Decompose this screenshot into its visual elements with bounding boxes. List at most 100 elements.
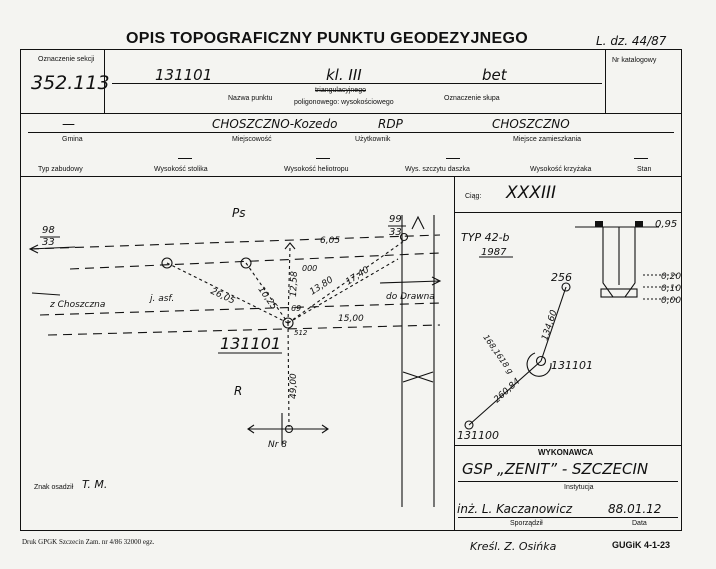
dim-1500: 15,00 [338, 314, 364, 324]
user-value: RDP [378, 117, 403, 131]
left-ref-top: 98 [42, 225, 55, 236]
road-line [39, 302, 441, 316]
ciag-label: Ciąg: [465, 193, 482, 200]
road-arrow-head [411, 215, 425, 230]
underline [28, 132, 674, 133]
divider [104, 49, 105, 113]
road-edge [402, 371, 434, 383]
net-type-bottom: poligonowego: wysokościowego [294, 99, 394, 106]
heliotrope-height-label: Wysokość heliotropu [284, 166, 349, 173]
dash [178, 158, 192, 159]
arrow-head [284, 242, 296, 250]
dist-2: 260,84 [492, 377, 522, 406]
date-value: 88.01.12 [608, 502, 662, 516]
underline [458, 481, 678, 482]
measure-line [166, 262, 289, 324]
dash [316, 158, 330, 159]
asphalt-label: j. asf. [148, 294, 174, 304]
catalog-label: Nr katalogowy [612, 57, 657, 64]
storage-label: Miejsce zamieszkania [513, 136, 582, 143]
form-code: GUGiK 4-1-23 [612, 540, 671, 550]
dim-512: 512 [294, 329, 308, 337]
underline [458, 517, 678, 518]
depth-1: 0,20 [661, 272, 681, 282]
point-diagram: TYP 42-b 1987 0,95 0,20 0,10 0,00 256 13… [457, 219, 681, 442]
roof-height-label: Wys. szczytu daszka [405, 166, 470, 173]
measure-line [287, 246, 291, 324]
cross-height-label: Wysokość krzyżaka [530, 166, 592, 173]
drawn-by: Kreśl. Z. Osińka [470, 540, 557, 553]
r-label: R [234, 384, 242, 398]
road-arrow [379, 280, 441, 284]
depth-top: 0,95 [655, 219, 677, 230]
traverse-line [540, 286, 567, 362]
dim-1380: 13,80 [308, 275, 335, 298]
underline [112, 83, 602, 84]
divider [454, 445, 682, 446]
road-line [29, 234, 441, 250]
right-ref-bottom: 33 [389, 227, 402, 238]
dim-69: 69 [291, 304, 301, 313]
locality-label: Miejscowość [232, 136, 272, 143]
divider [20, 176, 682, 177]
dim-2605: 26,05 [209, 287, 237, 307]
point-131100 [464, 420, 474, 430]
location-sketch: Ps R 131101 98 33 99 33 z Choszczna do D… [28, 206, 442, 507]
locality-value: CHOSZCZNO-Kozedo [212, 117, 338, 131]
institution-value: GSP „ZENIT” - SZCZECIN [462, 460, 649, 478]
p-bottom: 131100 [457, 429, 499, 442]
post-marking-value: bet [482, 66, 507, 84]
angle-arc [526, 352, 552, 377]
form-frame [20, 49, 682, 531]
gmina-label: Gmina [62, 136, 83, 143]
road-arrow-head [28, 244, 39, 254]
ciag-value: XXXIII [506, 183, 556, 203]
post-label: Oznaczenie słupa [444, 95, 500, 102]
angle-value: 168,1618 g [481, 333, 515, 376]
point-name-value: 131101 [155, 66, 213, 84]
measure-line [287, 322, 290, 428]
road-arrow [29, 246, 76, 250]
marked-value: T. M. [82, 478, 108, 491]
p-mid: 131101 [551, 359, 593, 372]
reference-point [161, 257, 173, 269]
reference-point [240, 257, 252, 269]
to-label: do Drawna [386, 292, 435, 302]
measure-line [245, 262, 289, 324]
storage-value: CHOSZCZNO [492, 117, 570, 131]
right-ref-top: 99 [389, 214, 402, 225]
road-line [47, 324, 441, 336]
point-class-value: kl. III [326, 66, 362, 84]
nr8-point [284, 424, 294, 434]
right-ref-point [399, 232, 409, 242]
dist-1: 134,60 [540, 309, 559, 342]
net-type-top: triangulacyjnego [315, 87, 366, 94]
arrow-head [247, 424, 255, 434]
divider [454, 212, 682, 213]
left-ref-bottom: 33 [42, 237, 55, 248]
road-arrow-head [431, 276, 442, 286]
dim-605: 6,05 [320, 236, 340, 246]
table-height-label: Wysokość stolika [154, 166, 208, 173]
ps-label: Ps [232, 206, 246, 220]
state-label: Stan [637, 166, 652, 173]
depth-2: 0,10 [661, 284, 681, 294]
author-label: Sporządził [510, 520, 543, 527]
dim-4900: 49,00 [289, 373, 299, 399]
document-title: OPIS TOPOGRAFICZNY PUNKTU GEODEZYJNEGO [126, 30, 528, 47]
dim-1258: 12,58 [289, 271, 300, 297]
author-value: inż. L. Kaczanowicz [457, 502, 573, 516]
road-arrow [31, 292, 61, 296]
p-top: 256 [551, 271, 572, 284]
nr8-label: Nr 8 [268, 440, 287, 450]
monument-type: TYP 42-b [461, 231, 510, 244]
point-131101 [282, 317, 294, 329]
section-label: Oznaczenie sekcji [38, 56, 95, 63]
point-name-label: Nazwa punktu [228, 95, 273, 102]
road-line [69, 252, 441, 270]
dash [634, 158, 648, 159]
from-label: z Choszczna [49, 300, 105, 310]
gmina-value: — [62, 117, 75, 132]
divider [605, 49, 606, 113]
depth-3: 0,00 [661, 296, 681, 306]
